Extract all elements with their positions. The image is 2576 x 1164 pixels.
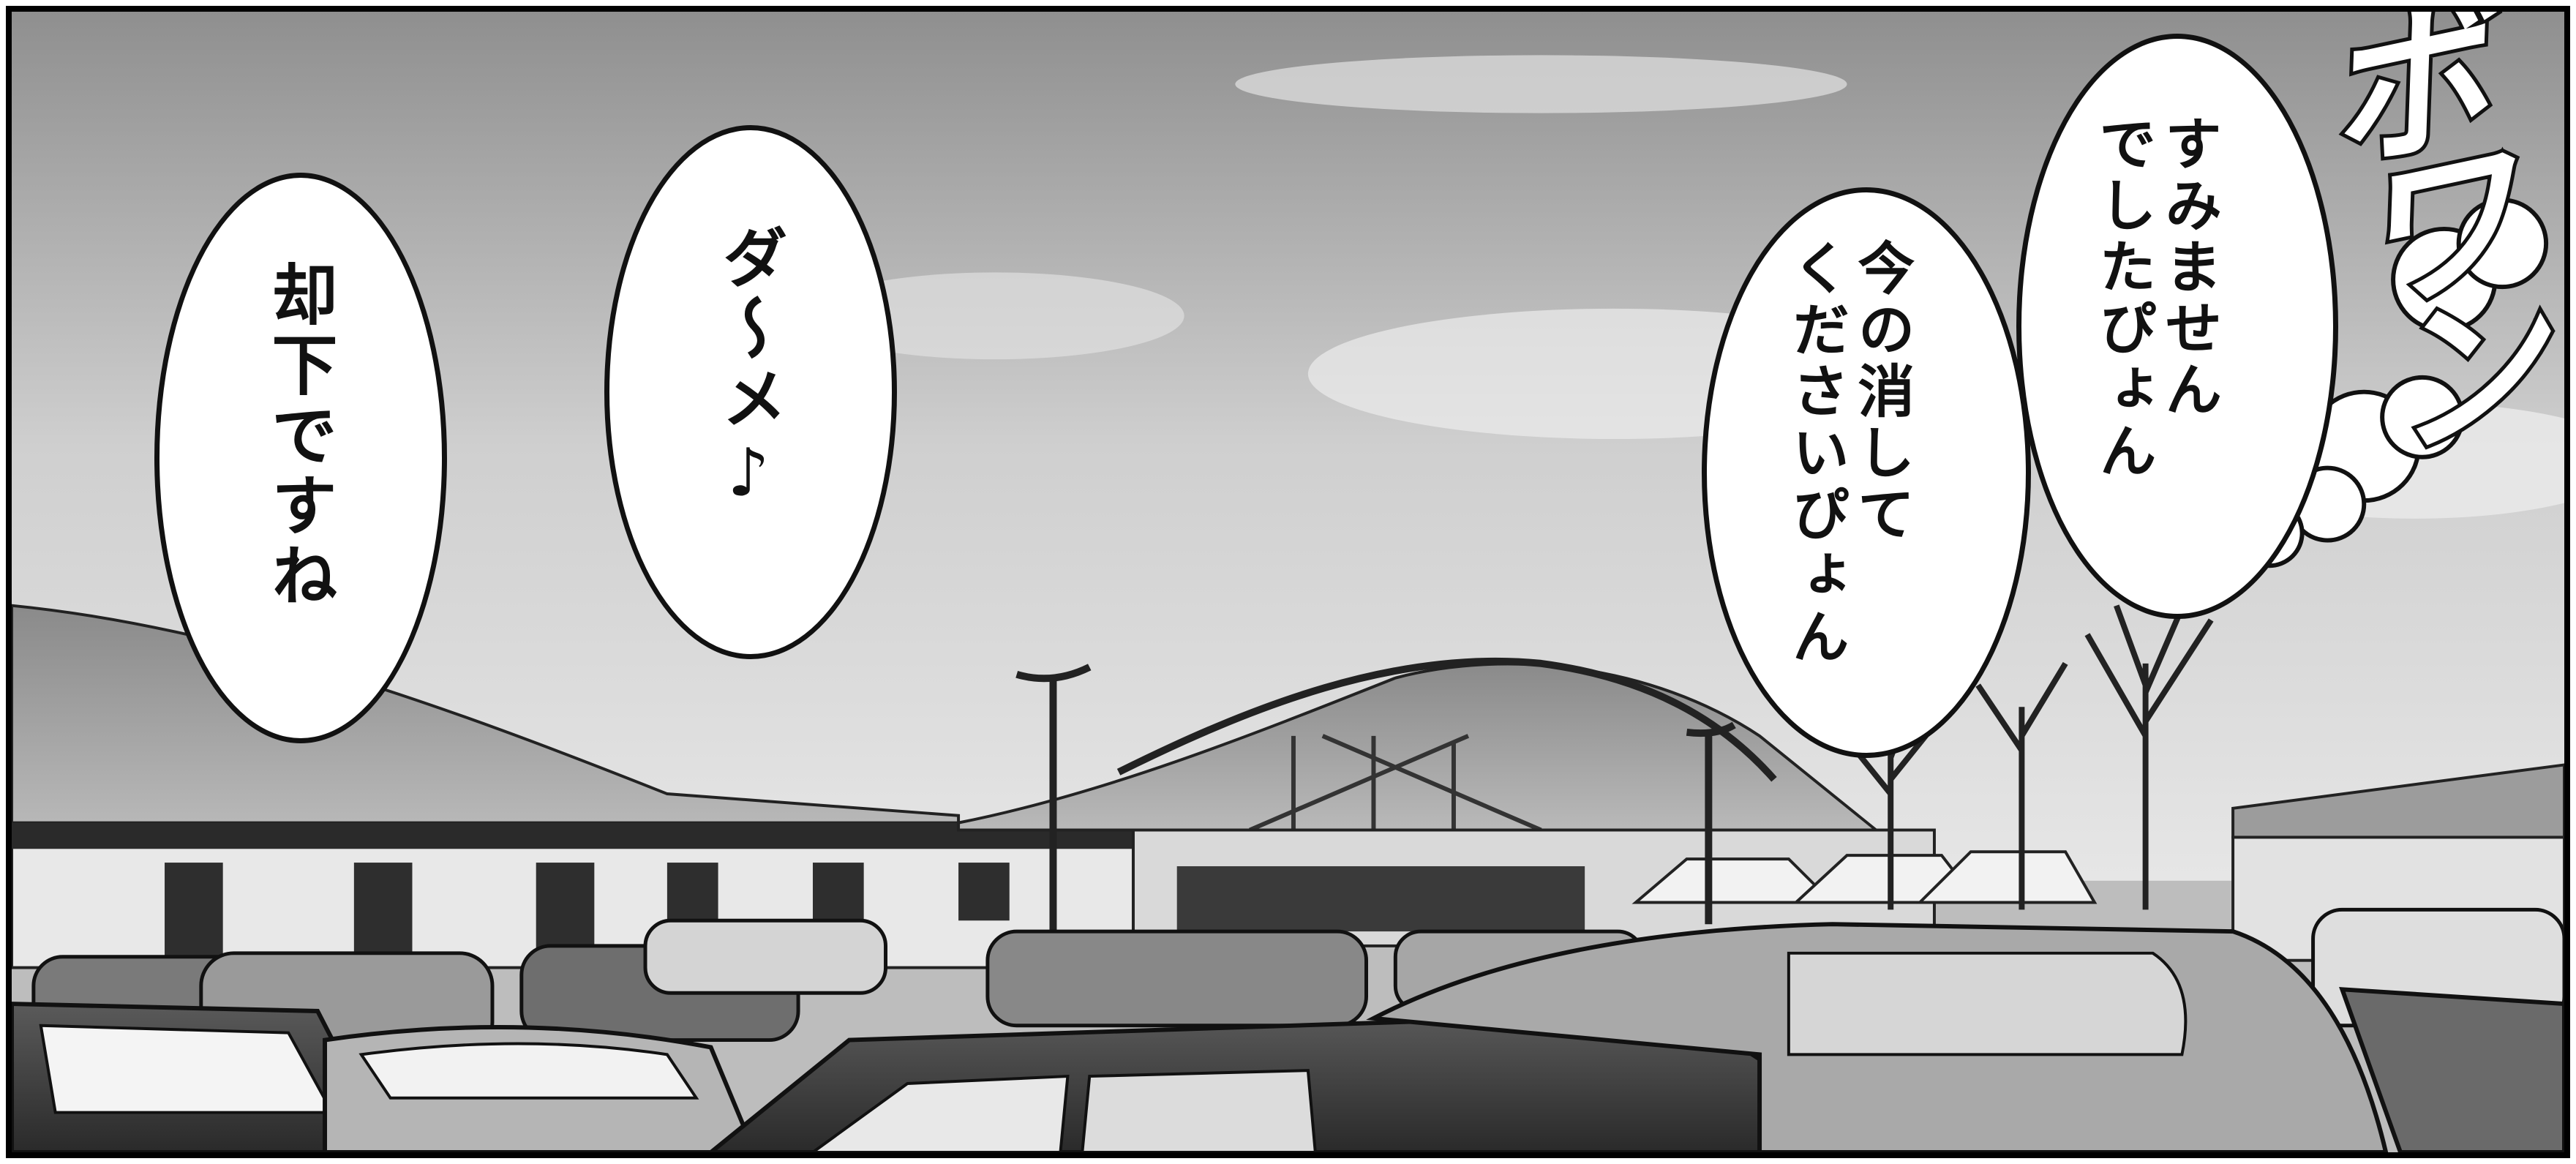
- right-roof: [2231, 763, 2564, 839]
- speech-bubble-right-inner: [1702, 187, 2031, 758]
- speech-bubble-middle: [604, 125, 897, 659]
- cloud: [1235, 55, 1847, 113]
- speech-text-left: 却下ですね: [260, 260, 337, 612]
- foreground-car-right: [2339, 987, 2564, 1152]
- center-arch-truss: [1116, 657, 1777, 782]
- cloud: [806, 272, 1184, 360]
- tent: [1916, 850, 2098, 904]
- tent: [1631, 857, 1836, 904]
- speech-bubble-left: [154, 173, 447, 743]
- speech-text-right-outer: すみません でしたぴょん: [2089, 114, 2222, 483]
- speech-text-right-inner: 今の消して くださいぴょん: [1782, 239, 1915, 669]
- speech-bubble-right-outer: [2016, 34, 2338, 619]
- center-arched-roof: [957, 662, 1880, 832]
- left-building-band: [12, 822, 1141, 849]
- manga-panel: 却下ですね ダ～メ♪ 今の消して くださいぴょん すみません でしたぴょん ボワ…: [6, 6, 2570, 1158]
- speech-text-middle: ダ～メ♪: [710, 224, 787, 516]
